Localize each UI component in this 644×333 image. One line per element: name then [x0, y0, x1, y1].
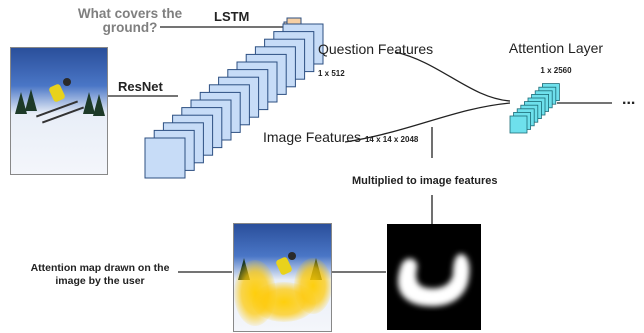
- lstm-label: LSTM: [214, 9, 250, 24]
- image-features-text: Image Features: [263, 129, 362, 145]
- tree-icon: [83, 91, 95, 114]
- image-features-curve: [344, 102, 511, 143]
- skier-head: [63, 78, 71, 86]
- ski: [41, 106, 85, 124]
- attention-mask: [387, 224, 481, 330]
- image-features-dim: 14 x 14 x 2048: [364, 135, 419, 144]
- image-features-label: Image Features 14 x 14 x 2048: [263, 126, 423, 151]
- attention-glow-right: [294, 258, 331, 314]
- ellipsis: ...: [622, 91, 636, 108]
- mask-shape: [398, 254, 470, 307]
- resnet-label: ResNet: [118, 79, 163, 94]
- question-features-curve: [394, 51, 511, 102]
- question-text: What covers the ground?: [77, 6, 183, 36]
- skier-body: [48, 83, 66, 103]
- attention-layer-label: Attention Layer 1 x 2560: [506, 38, 606, 81]
- attention-layer-slice: [509, 115, 528, 134]
- attention-map-label: Attention map drawn on the image by the …: [30, 262, 170, 287]
- skier-head: [288, 252, 296, 260]
- input-image: [10, 47, 108, 175]
- attention-map-image: [233, 223, 332, 332]
- question-features-text: Question Features: [318, 41, 434, 57]
- multiplied-label: Multiplied to image features: [352, 175, 498, 187]
- question-features-dim: 1 x 512: [318, 69, 345, 78]
- image-feature-stack: [144, 23, 324, 179]
- attention-layer-stack: [509, 83, 560, 134]
- tree-icon: [15, 91, 27, 114]
- tree-icon: [25, 89, 37, 111]
- tree-icon: [93, 94, 105, 117]
- question-features-label: Question Features 1 x 512: [318, 38, 438, 85]
- attention-layer-text: Attention Layer: [508, 40, 604, 56]
- attention-layer-dim: 1 x 2560: [540, 66, 572, 75]
- feature-map-slice: [144, 137, 186, 179]
